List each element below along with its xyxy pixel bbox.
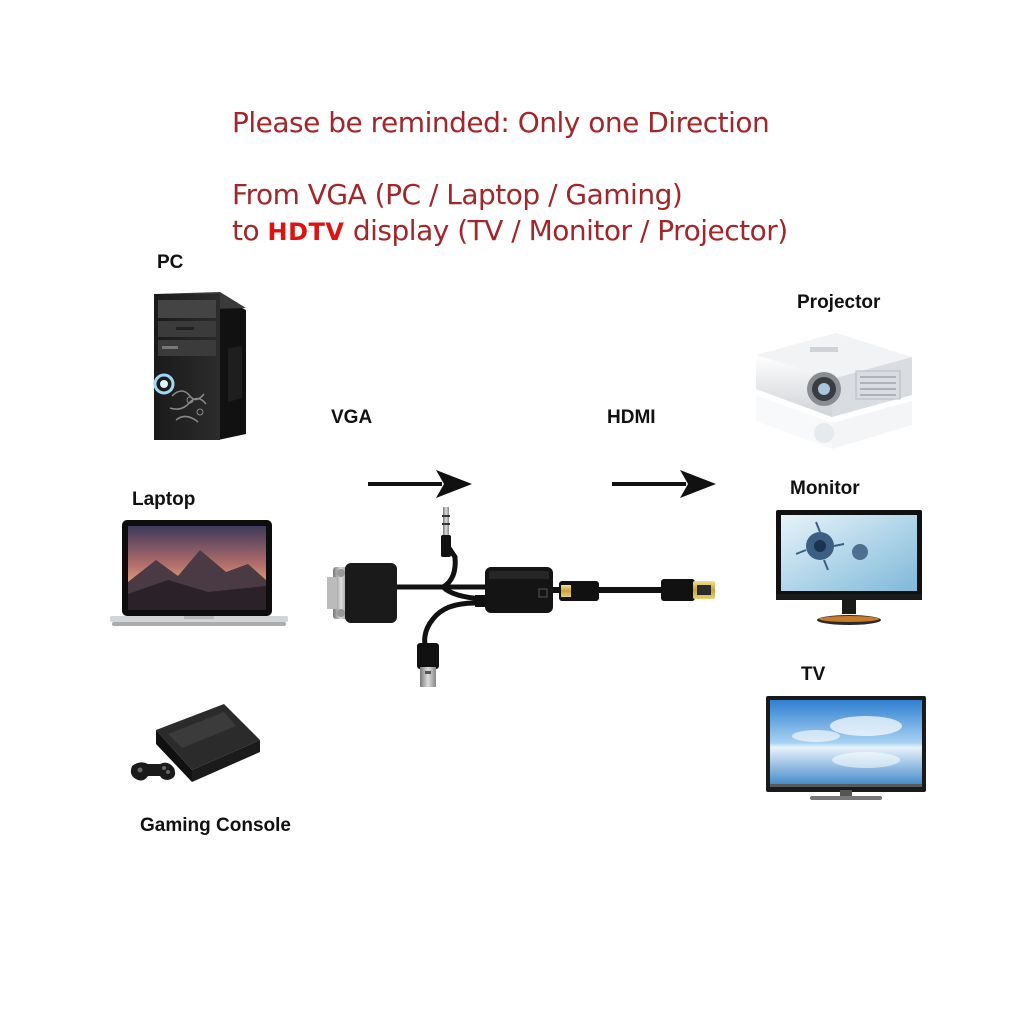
hdtv-highlight: HDTV [268,218,345,246]
vga-label: VGA [331,407,372,429]
monitor-label: Monitor [790,478,860,500]
hdmi-direction-arrow [612,466,718,504]
direction-source-line: From VGA (PC / Laptop / Gaming) [232,178,682,211]
gaming-console-image [128,700,263,800]
vga-direction-arrow [368,466,474,504]
vga-to-hdmi-adapter-image [325,505,730,690]
hdmi-label: HDMI [607,407,656,429]
direction-suffix: display (TV / Monitor / Projector) [353,214,788,247]
pc-label: PC [157,252,183,274]
direction-prefix: to [232,214,259,247]
direction-target-line: to HDTV display (TV / Monitor / Projecto… [232,214,788,247]
projector-image [752,325,917,450]
tv-label: TV [801,664,825,686]
pc-tower-image [150,288,250,443]
laptop-label: Laptop [132,489,195,511]
monitor-image [776,510,922,628]
gaming-console-label: Gaming Console [140,815,291,837]
reminder-line: Please be reminded: Only one Direction [232,106,769,139]
laptop-image [108,520,290,630]
projector-label: Projector [797,292,880,314]
tv-image [766,696,926,804]
